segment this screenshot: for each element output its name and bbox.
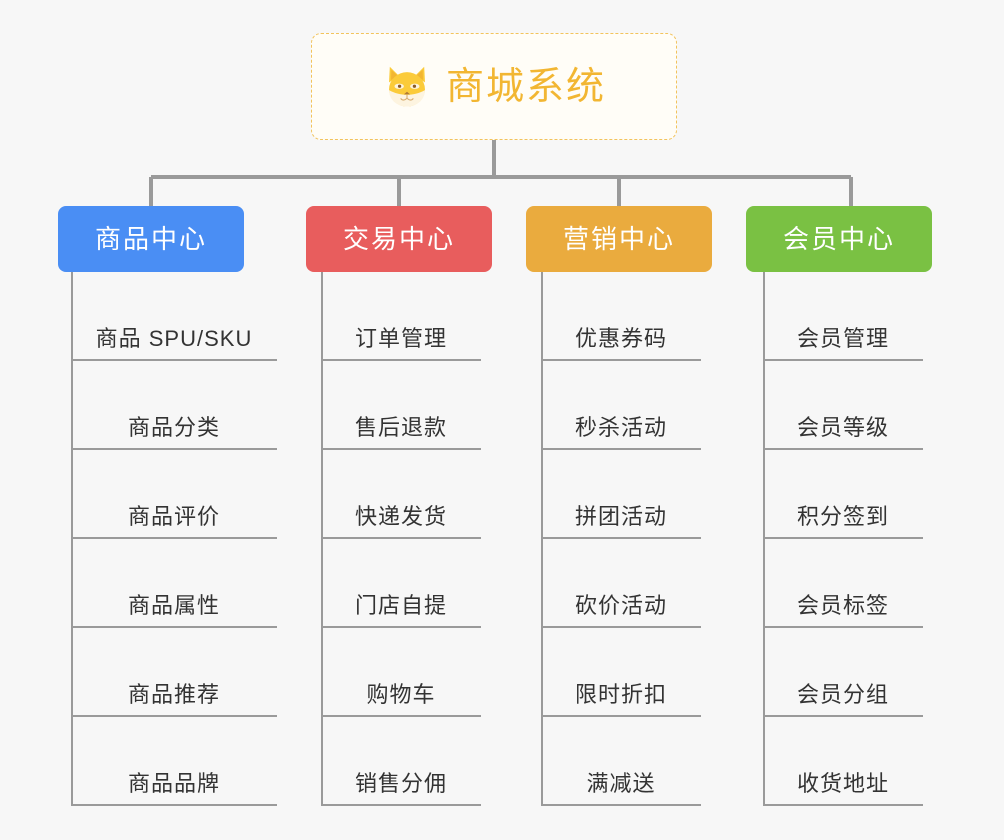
leaf-underline	[763, 359, 923, 361]
leaf-item[interactable]: 商品品牌	[71, 717, 277, 806]
leaf-item-label: 订单管理	[354, 326, 447, 351]
leaf-item-label: 会员标签	[796, 593, 889, 618]
leaf-underline	[541, 804, 701, 806]
leaf-item[interactable]: 收货地址	[763, 717, 923, 806]
leaf-item[interactable]: 销售分佣	[321, 717, 481, 806]
leaf-underline	[321, 359, 481, 361]
leaf-item[interactable]: 砍价活动	[541, 539, 701, 628]
leaf-item-label: 快递发货	[354, 504, 447, 529]
leaf-item-label: 会员等级	[796, 415, 889, 440]
leaf-item[interactable]: 限时折扣	[541, 628, 701, 717]
dog-face-icon	[389, 66, 425, 107]
leaf-item[interactable]: 积分签到	[763, 450, 923, 539]
column-spine	[71, 272, 73, 806]
leaf-item[interactable]: 会员管理	[763, 272, 923, 361]
leaf-list: 订单管理售后退款快递发货门店自提购物车销售分佣	[321, 272, 481, 806]
leaf-item[interactable]: 商品分类	[71, 361, 277, 450]
leaf-underline	[321, 804, 481, 806]
leaf-item-label: 售后退款	[354, 415, 447, 440]
leaf-list: 商品 SPU/SKU 商品分类商品评价商品属性商品推荐商品品牌	[71, 272, 277, 806]
leaf-underline	[763, 537, 923, 539]
leaf-underline	[71, 448, 277, 450]
leaf-underline	[541, 715, 701, 717]
leaf-underline	[321, 715, 481, 717]
leaf-underline	[321, 448, 481, 450]
category-box-product-center[interactable]: 商品中心	[58, 206, 244, 272]
leaf-list: 优惠券码秒杀活动拼团活动砍价活动限时折扣满减送	[541, 272, 701, 806]
leaf-item[interactable]: 商品评价	[71, 450, 277, 539]
leaf-item[interactable]: 商品 SPU/SKU	[71, 272, 277, 361]
leaf-item-label: 会员管理	[796, 326, 889, 351]
leaf-item-label: 销售分佣	[354, 771, 447, 796]
category-label: 营销中心	[562, 224, 675, 254]
leaf-item[interactable]: 门店自提	[321, 539, 481, 628]
column-spine	[541, 272, 543, 806]
category-label: 会员中心	[782, 224, 895, 254]
category-label: 交易中心	[342, 224, 455, 254]
leaf-item-label: 满减送	[586, 771, 656, 796]
leaf-item-label: 秒杀活动	[574, 415, 667, 440]
leaf-item-label: 积分签到	[796, 504, 889, 529]
leaf-item[interactable]: 满减送	[541, 717, 701, 806]
leaf-item-label: 拼团活动	[574, 504, 667, 529]
leaf-item-label: 限时折扣	[574, 682, 667, 707]
leaf-item-label: 门店自提	[354, 593, 447, 618]
leaf-underline	[71, 715, 277, 717]
leaf-underline	[541, 537, 701, 539]
leaf-underline	[541, 448, 701, 450]
leaf-item-label: 商品属性	[127, 593, 220, 618]
leaf-item[interactable]: 秒杀活动	[541, 361, 701, 450]
leaf-item[interactable]: 会员等级	[763, 361, 923, 450]
leaf-item-label: 商品分类	[127, 415, 220, 440]
leaf-item-label: 商品推荐	[127, 682, 220, 707]
leaf-item[interactable]: 商品属性	[71, 539, 277, 628]
leaf-underline	[321, 537, 481, 539]
leaf-item[interactable]: 购物车	[321, 628, 481, 717]
leaf-item-label: 砍价活动	[574, 593, 667, 618]
leaf-underline	[541, 626, 701, 628]
leaf-item-label: 收货地址	[796, 771, 889, 796]
leaf-underline	[541, 359, 701, 361]
leaf-item-label: 会员分组	[796, 682, 889, 707]
leaf-item[interactable]: 会员标签	[763, 539, 923, 628]
leaf-item-label: 商品品牌	[127, 771, 220, 796]
root-node[interactable]: 商城系统	[311, 33, 677, 140]
leaf-underline	[321, 626, 481, 628]
leaf-item-label: 商品评价	[127, 504, 220, 529]
leaf-item[interactable]: 商品推荐	[71, 628, 277, 717]
leaf-underline	[763, 804, 923, 806]
category-label: 商品中心	[94, 224, 207, 254]
root-title: 商城系统	[445, 65, 606, 108]
leaf-underline	[71, 537, 277, 539]
column-spine	[763, 272, 765, 806]
leaf-underline	[763, 448, 923, 450]
leaf-item[interactable]: 优惠券码	[541, 272, 701, 361]
category-box-trade-center[interactable]: 交易中心	[306, 206, 492, 272]
leaf-item[interactable]: 售后退款	[321, 361, 481, 450]
leaf-item-label: 优惠券码	[574, 326, 667, 351]
column-spine	[321, 272, 323, 806]
leaf-underline	[71, 359, 277, 361]
leaf-item-label: 购物车	[366, 682, 436, 707]
leaf-underline	[71, 804, 277, 806]
leaf-item[interactable]: 订单管理	[321, 272, 481, 361]
category-box-marketing-center[interactable]: 营销中心	[526, 206, 712, 272]
leaf-underline	[763, 715, 923, 717]
leaf-item[interactable]: 快递发货	[321, 450, 481, 539]
leaf-item[interactable]: 拼团活动	[541, 450, 701, 539]
leaf-item[interactable]: 会员分组	[763, 628, 923, 717]
category-box-member-center[interactable]: 会员中心	[746, 206, 932, 272]
leaf-underline	[71, 626, 277, 628]
leaf-underline	[763, 626, 923, 628]
leaf-item-label: 商品 SPU/SKU	[95, 326, 253, 351]
leaf-list: 会员管理会员等级积分签到会员标签会员分组收货地址	[763, 272, 923, 806]
